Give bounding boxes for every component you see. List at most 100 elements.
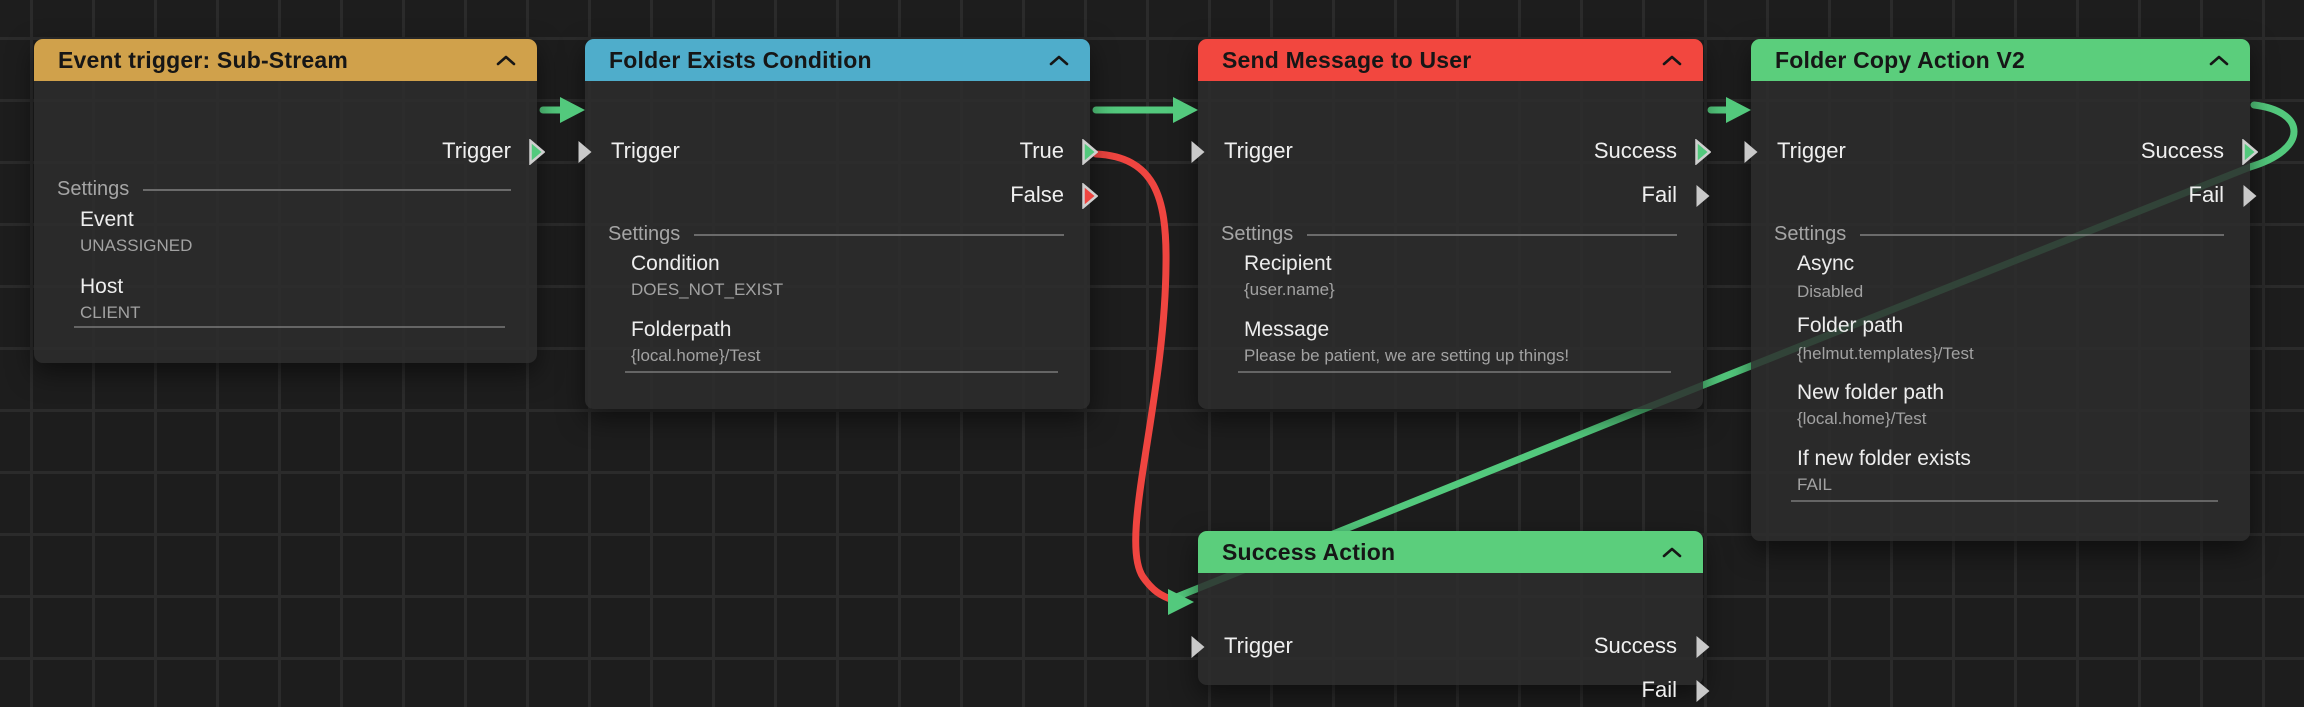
port-triangle-icon[interactable] bbox=[577, 139, 593, 165]
port-in-trigger[interactable]: Trigger bbox=[1191, 633, 1703, 660]
settings-section: Settings bbox=[57, 178, 511, 201]
node-body: Trigger True False Settings Condition DO… bbox=[578, 81, 1098, 409]
node-title: Folder Copy Action V2 bbox=[1775, 46, 2025, 73]
node-header[interactable]: Folder Exists Condition bbox=[585, 39, 1090, 81]
node-title: Event trigger: Sub-Stream bbox=[58, 46, 348, 73]
node-success-action[interactable]: Trigger Success Fail Success Action bbox=[1191, 531, 1710, 702]
settings-section: Settings bbox=[1774, 223, 2224, 246]
port-triangle-icon[interactable] bbox=[1695, 139, 1711, 165]
port-triangle-icon[interactable] bbox=[2242, 139, 2258, 165]
setting-value: {user.name} bbox=[1244, 280, 1335, 299]
setting-name: Recipient bbox=[1244, 252, 1332, 275]
port-triangle-icon[interactable] bbox=[1190, 634, 1206, 660]
port-triangle-icon[interactable] bbox=[1695, 183, 1711, 209]
node-bottom-rule bbox=[625, 371, 1058, 373]
port-triangle-icon[interactable] bbox=[1082, 139, 1098, 165]
chevron-up-icon bbox=[1662, 547, 1682, 557]
node-bottom-rule bbox=[1791, 500, 2218, 502]
node-title: Success Action bbox=[1222, 538, 1396, 565]
port-triangle-icon[interactable] bbox=[1743, 139, 1759, 165]
settings-rule bbox=[143, 188, 511, 191]
collapse-button[interactable] bbox=[1655, 531, 1689, 573]
node-send-message-to-user[interactable]: Trigger Success Fail Settings Recipient … bbox=[1191, 39, 1711, 409]
port-label: Trigger bbox=[1224, 633, 1293, 658]
setting-value: {local.home}/Test bbox=[631, 346, 761, 365]
node-folder-exists-condition[interactable]: Trigger True False Settings Condition DO… bbox=[578, 39, 1098, 409]
port-out-success[interactable]: Success bbox=[1198, 138, 1711, 165]
port-in-trigger[interactable]: Trigger bbox=[1191, 138, 1703, 165]
setting-value: UNASSIGNED bbox=[80, 236, 193, 255]
port-label: Success bbox=[1593, 633, 1677, 658]
port-triangle-icon[interactable] bbox=[529, 139, 545, 165]
chevron-up-icon bbox=[496, 55, 516, 65]
setting-value: CLIENT bbox=[80, 303, 141, 322]
collapse-button[interactable] bbox=[2202, 39, 2236, 81]
collapse-button[interactable] bbox=[1042, 39, 1076, 81]
setting-name: Message bbox=[1244, 318, 1330, 341]
port-out-success[interactable]: Success bbox=[1751, 138, 2258, 165]
node-body: Trigger Settings Event UNASSIGNED Host C… bbox=[34, 81, 545, 363]
setting-value: DOES_NOT_EXIST bbox=[631, 280, 784, 299]
port-label: Success bbox=[2140, 138, 2224, 163]
setting-value: Please be patient, we are setting up thi… bbox=[1244, 346, 1570, 365]
node-header[interactable]: Folder Copy Action V2 bbox=[1751, 39, 2250, 81]
node-header[interactable]: Send Message to User bbox=[1198, 39, 1703, 81]
connection-false-to-trigger[interactable] bbox=[1092, 150, 1180, 605]
port-label: Fail bbox=[2188, 182, 2224, 207]
setting-value: FAIL bbox=[1797, 475, 1832, 494]
setting-name: If new folder exists bbox=[1797, 447, 1971, 470]
setting-name: Condition bbox=[631, 252, 720, 275]
port-out-fail[interactable]: Fail bbox=[1198, 677, 1710, 704]
node-header[interactable]: Event trigger: Sub-Stream bbox=[34, 39, 537, 81]
settings-section-label: Settings bbox=[1221, 223, 1294, 245]
setting-value: {local.home}/Test bbox=[1797, 409, 1927, 428]
node-folder-copy-action-v2[interactable]: Trigger Success Fail Settings Async Disa… bbox=[1744, 39, 2258, 541]
setting-name: Host bbox=[80, 275, 124, 298]
port-out-false[interactable]: False bbox=[585, 182, 1098, 209]
port-triangle-icon[interactable] bbox=[1695, 634, 1711, 660]
port-triangle-icon[interactable] bbox=[1082, 183, 1098, 209]
collapse-button[interactable] bbox=[1655, 39, 1689, 81]
node-header[interactable]: Success Action bbox=[1198, 531, 1703, 573]
setting-value: Disabled bbox=[1797, 282, 1864, 301]
node-body: Trigger Success Fail Settings Async Disa… bbox=[1744, 81, 2258, 541]
port-out-trigger[interactable]: Trigger bbox=[34, 138, 545, 165]
port-triangle-icon[interactable] bbox=[1695, 678, 1711, 704]
port-label: Fail bbox=[1641, 677, 1677, 702]
port-out-true[interactable]: True bbox=[585, 138, 1098, 165]
settings-rule bbox=[1860, 233, 2224, 236]
port-in-trigger[interactable]: Trigger bbox=[578, 138, 1090, 165]
port-label: Trigger bbox=[1777, 138, 1846, 163]
node-event-trigger-sub-stream[interactable]: Trigger Settings Event UNASSIGNED Host C… bbox=[34, 39, 545, 363]
collapse-button[interactable] bbox=[489, 39, 523, 81]
node-title: Send Message to User bbox=[1222, 46, 1472, 73]
port-triangle-icon[interactable] bbox=[2242, 183, 2258, 209]
port-label: Fail bbox=[1641, 182, 1677, 207]
settings-section: Settings bbox=[608, 223, 1064, 246]
port-label: False bbox=[1010, 182, 1064, 207]
chevron-up-icon bbox=[1049, 55, 1069, 65]
port-label: Trigger bbox=[1224, 138, 1293, 163]
port-in-trigger[interactable]: Trigger bbox=[1744, 138, 2250, 165]
setting-name: Folderpath bbox=[631, 318, 732, 341]
setting-name: Event bbox=[80, 208, 134, 231]
port-out-fail[interactable]: Fail bbox=[1751, 182, 2257, 209]
node-body: Trigger Success Fail bbox=[1191, 573, 1710, 702]
chevron-up-icon bbox=[1662, 55, 1682, 65]
port-label: Trigger bbox=[611, 138, 680, 163]
node-title: Folder Exists Condition bbox=[609, 46, 872, 73]
port-triangle-icon[interactable] bbox=[1190, 139, 1206, 165]
setting-name: Async bbox=[1797, 252, 1855, 275]
port-out-fail[interactable]: Fail bbox=[1198, 182, 1710, 209]
settings-section-label: Settings bbox=[57, 178, 130, 200]
port-label: Success bbox=[1593, 138, 1677, 163]
node-bottom-rule bbox=[74, 326, 505, 328]
port-out-success[interactable]: Success bbox=[1198, 633, 1710, 660]
settings-section-label: Settings bbox=[1774, 223, 1847, 245]
settings-section-label: Settings bbox=[608, 223, 681, 245]
settings-section: Settings bbox=[1221, 223, 1677, 246]
node-body: Trigger Success Fail Settings Recipient … bbox=[1191, 81, 1711, 409]
chevron-up-icon bbox=[2209, 55, 2229, 65]
setting-name: New folder path bbox=[1797, 381, 1945, 404]
